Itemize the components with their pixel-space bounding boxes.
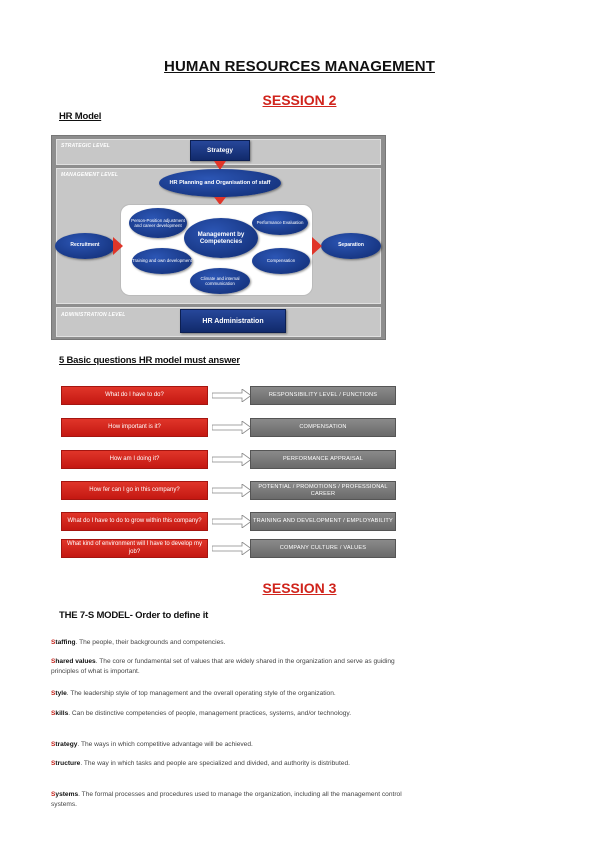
compensation-oval: Compensation	[252, 248, 310, 274]
questions-heading: 5 Basic questions HR model must answer	[59, 355, 240, 366]
training-oval: Training and own development	[132, 248, 192, 274]
right-arrow-icon	[212, 484, 252, 497]
answer-box: TRAINING AND DEVELOPMENT / EMPLOYABILITY	[250, 512, 396, 531]
session-3-heading: SESSION 3	[262, 580, 337, 596]
question-row: What kind of environment will I have to …	[61, 539, 396, 558]
answer-box: COMPANY CULTURE / VALUES	[250, 539, 396, 558]
question-row: What do I have to do? RESPONSIBILITY LEV…	[61, 386, 396, 405]
seven-s-item: Strategy. The ways in which competitive …	[51, 741, 253, 748]
seven-s-item: Style. The leadership style of top manag…	[51, 690, 336, 697]
question-box: What kind of environment will I have to …	[61, 539, 208, 558]
separation-label: Separation	[338, 242, 364, 249]
question-row: What do I have to do to grow within this…	[61, 512, 396, 531]
hr-administration-box: HR Administration	[180, 309, 286, 333]
strategy-down-arrow	[214, 161, 226, 170]
answer-box: POTENTIAL / PROMOTIONS / PROFESSIONAL CA…	[250, 481, 396, 500]
recruitment-label: Recruitment	[70, 242, 100, 249]
question-row: How fer can I go in this company? POTENT…	[61, 481, 396, 500]
separation-oval: Separation	[321, 233, 381, 259]
climate-label: Climate and internal communication	[200, 275, 240, 286]
question-box: What do I have to do to grow within this…	[61, 512, 208, 531]
seven-s-item: Structure. The way in which tasks and pe…	[51, 760, 350, 767]
management-level-label: MANAGEMENT LEVEL	[61, 172, 119, 178]
right-arrow-icon	[212, 542, 252, 555]
training-label: Training and own development	[132, 258, 192, 264]
administration-level-label: ADMINISTRATION LEVEL	[61, 312, 126, 318]
question-box: What do I have to do?	[61, 386, 208, 405]
seven-s-item: Skills. Can be distinctive competencies …	[51, 710, 352, 717]
answer-box: COMPENSATION	[250, 418, 396, 437]
seven-s-heading: THE 7-S MODEL- Order to define it	[59, 610, 209, 621]
seven-s-item: Shared values. The core or fundamental s…	[51, 658, 395, 675]
question-box: How am I doing it?	[61, 450, 208, 469]
right-arrow-icon	[212, 421, 252, 434]
hr-planning-label: HR Planning and Organisation of staff	[169, 179, 271, 186]
answer-box: PERFORMANCE APPRAISAL	[250, 450, 396, 469]
hr-model-heading: HR Model	[59, 111, 102, 122]
question-box: How important is it?	[61, 418, 208, 437]
page-title: HUMAN RESOURCES MANAGEMENT	[164, 58, 435, 75]
right-arrow-icon	[212, 389, 252, 402]
performance-evaluation-label: Performance Evaluation	[256, 220, 304, 226]
seven-s-item: Staffing. The people, their backgrounds …	[51, 639, 226, 646]
separation-arrow	[312, 237, 322, 255]
session-2-heading: SESSION 2	[262, 92, 337, 108]
climate-oval: Climate and internal communication	[190, 268, 250, 294]
person-position-oval: Person-Position adjustment and career de…	[129, 208, 187, 238]
recruitment-arrow	[113, 237, 123, 255]
performance-evaluation-oval: Performance Evaluation	[252, 211, 308, 235]
answer-box: RESPONSIBILITY LEVEL / FUNCTIONS	[250, 386, 396, 405]
management-competencies-oval: Management by Competencies	[184, 218, 258, 258]
right-arrow-icon	[212, 453, 252, 466]
hr-planning-oval: HR Planning and Organisation of staff	[159, 169, 281, 197]
planning-down-arrow	[214, 197, 226, 205]
question-row: How am I doing it? PERFORMANCE APPRAISAL	[61, 450, 396, 469]
seven-s-item: Systems. The formal processes and proced…	[51, 791, 402, 808]
question-row: How important is it? COMPENSATION	[61, 418, 396, 437]
management-competencies-label: Management by Competencies	[197, 230, 245, 245]
compensation-label: Compensation	[266, 258, 296, 264]
strategic-level-label: STRATEGIC LEVEL	[61, 143, 111, 149]
strategy-box: Strategy	[190, 140, 250, 161]
person-position-label: Person-Position adjustment and career de…	[131, 217, 185, 228]
right-arrow-icon	[212, 515, 252, 528]
hr-model-diagram: STRATEGIC LEVEL MANAGEMENT LEVEL ADMINIS…	[51, 135, 386, 340]
recruitment-oval: Recruitment	[55, 233, 115, 259]
question-box: How fer can I go in this company?	[61, 481, 208, 500]
